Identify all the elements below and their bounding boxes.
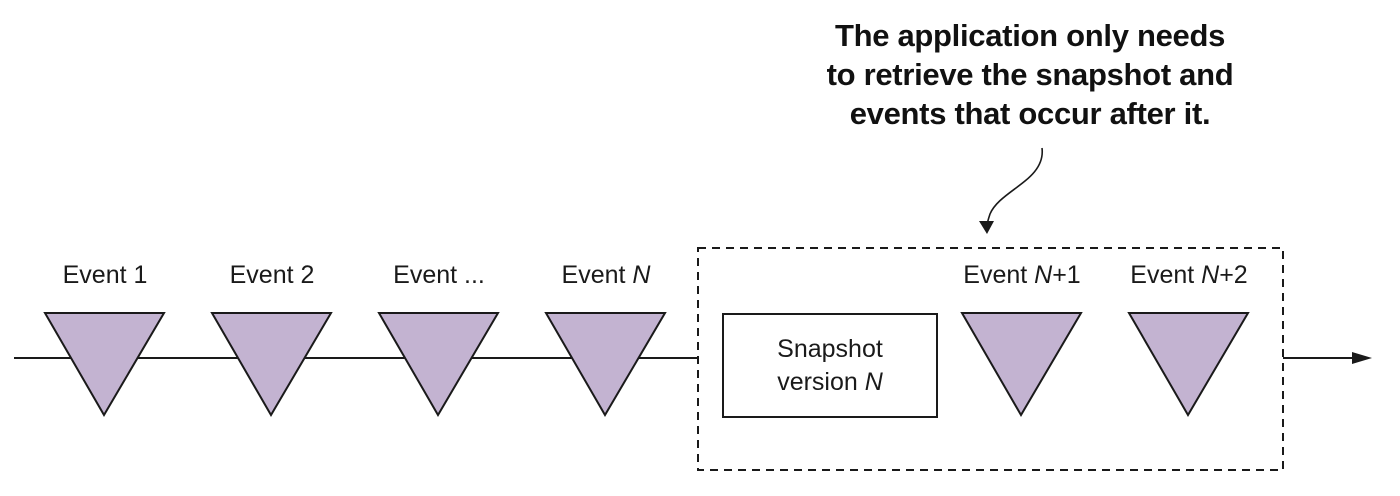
event-marker-n: [544, 312, 667, 417]
snapshot-box: Snapshot version N: [722, 313, 938, 418]
snapshot-label-line-2: version N: [777, 367, 883, 396]
callout-text: The application only needs to retrieve t…: [790, 16, 1270, 133]
timeline-arrow-icon: [1352, 352, 1372, 364]
event-marker-n-plus-2: [1127, 312, 1250, 417]
event-label-n: Event N: [561, 261, 651, 289]
event-marker-ellipsis: [377, 312, 500, 417]
callout-line-3: events that occur after it.: [849, 96, 1211, 131]
event-marker-1: [43, 312, 166, 417]
callout-arrowhead-icon: [979, 221, 994, 234]
snapshot-label-line-1: Snapshot: [777, 334, 883, 363]
event-label-2: Event 2: [229, 261, 315, 289]
event-label-n-plus-1: Event N+1: [963, 261, 1081, 289]
event-label-1: Event 1: [62, 261, 148, 289]
callout-line-2: to retrieve the snapshot and: [826, 57, 1234, 92]
event-label-ellipsis: Event ...: [393, 261, 485, 289]
event-marker-n-plus-1: [960, 312, 1083, 417]
event-label-n-plus-2: Event N+2: [1130, 261, 1248, 289]
event-marker-2: [210, 312, 333, 417]
callout-arrow: [986, 147, 1043, 227]
callout-line-1: The application only needs: [834, 18, 1226, 53]
recent-events-region: [697, 247, 1284, 471]
